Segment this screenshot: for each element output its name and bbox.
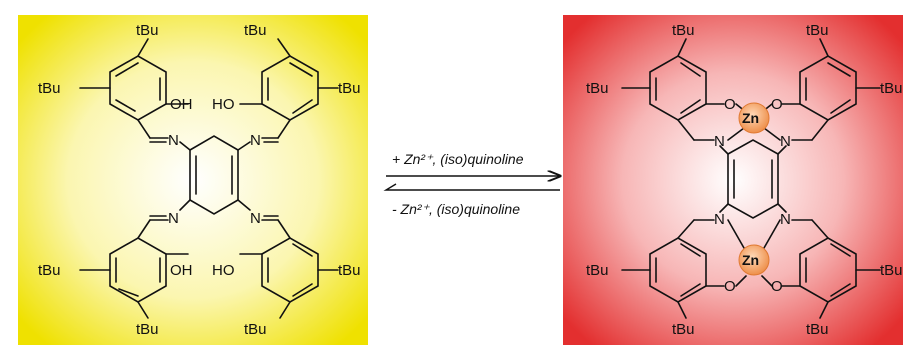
ligand-tbu-bottom-center-left: tBu: [136, 321, 159, 338]
complex-o-bottom-right: O: [771, 278, 783, 295]
complex-tbu-bottom-center-right: tBu: [806, 321, 829, 338]
zn-label-top: Zn: [742, 110, 759, 126]
complex-tbu-bottom-left: tBu: [586, 262, 609, 279]
ligand-ring-top-left: [79, 38, 189, 143]
reverse-condition: - Zn²⁺, (iso)quinoline: [392, 201, 520, 217]
complex-tbu-top-right: tBu: [806, 22, 829, 39]
ligand-panel: [18, 15, 368, 345]
complex-ring-bottom-right: [781, 219, 881, 319]
ligand-ring-top-right: [239, 38, 339, 143]
zn-badge-bottom: [738, 244, 770, 276]
complex-tbu-bottom-center-left: tBu: [672, 321, 695, 338]
zn-badge-top: [738, 102, 770, 134]
ligand-ho-bottom: HO: [212, 262, 235, 279]
ligand-tbu-bottom-left: tBu: [38, 262, 61, 279]
ligand-ring-bottom-right: [239, 215, 339, 319]
complex-tbu-bottom-right: tBu: [880, 262, 903, 279]
zn-coordination-bonds: [727, 103, 781, 287]
zn-label-bottom: Zn: [742, 252, 759, 268]
complex-o-bottom-left: O: [724, 278, 736, 295]
ligand-ring-bottom-left: [79, 215, 189, 319]
complex-ring-top-left: [621, 38, 725, 141]
complex-central-ring: [719, 139, 787, 219]
complex-o-top-left: O: [724, 96, 736, 113]
ligand-structure: tBu tBu tBu tBu OH HO N N N N OH HO tBu …: [38, 22, 361, 338]
ligand-oh-bottom: OH: [170, 262, 193, 279]
complex-o-top-right: O: [771, 96, 783, 113]
complex-tbu-mid-right: tBu: [880, 80, 903, 97]
complex-ring-bottom-left: [621, 219, 725, 319]
ligand-tbu-mid-left: tBu: [38, 80, 61, 97]
ligand-tbu-bottom-right: tBu: [338, 262, 361, 279]
ligand-n-top-left: N: [168, 132, 179, 149]
reverse-arrow: [383, 183, 560, 191]
complex-n-top-right: N: [780, 133, 791, 150]
ligand-n-top-right: N: [250, 132, 261, 149]
complex-ring-top-right: [781, 38, 881, 141]
ligand-oh-top: OH: [170, 96, 193, 113]
complex-panel: [563, 15, 903, 345]
complex-structure: Zn Zn tBu tBu tBu tBu O O N N N N O O tB…: [586, 22, 903, 338]
complex-n-bottom-right: N: [780, 211, 791, 228]
ligand-tbu-mid-right: tBu: [338, 80, 361, 97]
ligand-tbu-top-right: tBu: [244, 22, 267, 39]
complex-n-top-left: N: [714, 133, 725, 150]
ligand-tbu-bottom-center-right: tBu: [244, 321, 267, 338]
ligand-central-ring: [179, 135, 251, 215]
forward-condition: + Zn²⁺, (iso)quinoline: [392, 151, 524, 167]
ligand-tbu-top-left: tBu: [136, 22, 159, 39]
complex-n-bottom-left: N: [714, 211, 725, 228]
complex-tbu-mid-left: tBu: [586, 80, 609, 97]
equilibrium-arrows: + Zn²⁺, (iso)quinoline - Zn²⁺, (iso)quin…: [383, 151, 560, 217]
complex-tbu-top-left: tBu: [672, 22, 695, 39]
ligand-n-bottom-left: N: [168, 210, 179, 227]
ligand-n-bottom-right: N: [250, 210, 261, 227]
ligand-ho-top: HO: [212, 96, 235, 113]
